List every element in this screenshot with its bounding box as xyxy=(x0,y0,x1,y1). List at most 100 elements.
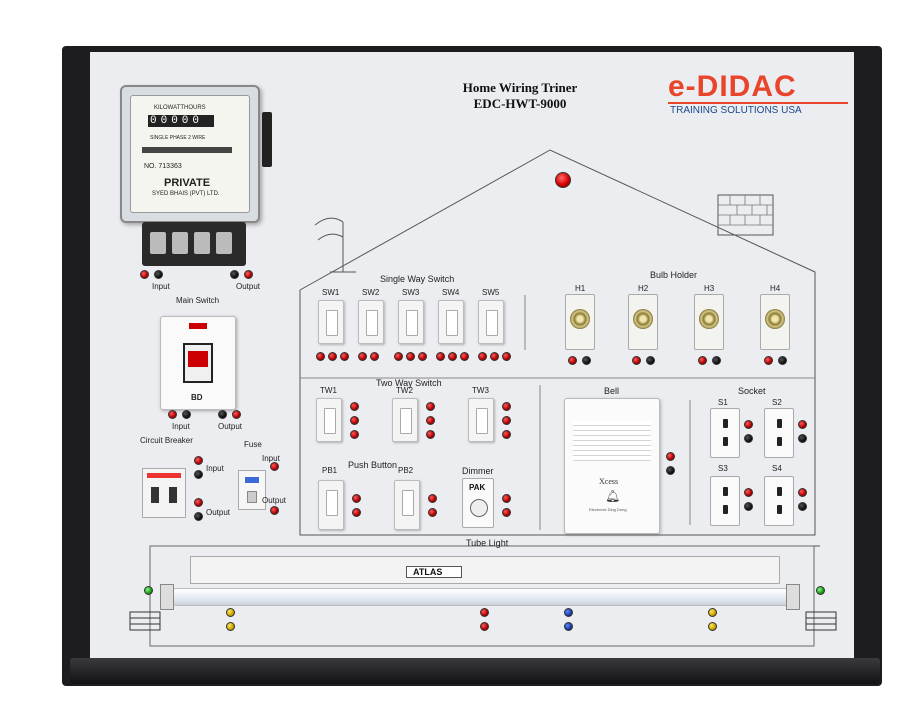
sw2-term-a[interactable] xyxy=(358,352,367,361)
h4-black[interactable] xyxy=(778,356,787,365)
bell-black[interactable] xyxy=(666,466,675,475)
brand-tagline: TRAINING SOLUTIONS USA xyxy=(670,105,802,116)
energy-meter: KILOWATTHOURS 00000 SINGLE PHASE 2 WIRE … xyxy=(120,85,260,223)
sw5-term-b[interactable] xyxy=(490,352,499,361)
tw1-term-c[interactable] xyxy=(350,430,359,439)
tube-yellow-2a[interactable] xyxy=(708,608,717,617)
h2-red[interactable] xyxy=(632,356,641,365)
tw1-switch[interactable] xyxy=(316,398,342,442)
h2-black[interactable] xyxy=(646,356,655,365)
tw2-term-a[interactable] xyxy=(426,402,435,411)
sw1-switch[interactable] xyxy=(318,300,344,344)
dimmer-term-a[interactable] xyxy=(502,494,511,503)
sw4-term-c[interactable] xyxy=(460,352,469,361)
pb2-term-a[interactable] xyxy=(428,494,437,503)
h4-holder[interactable] xyxy=(760,294,790,350)
sw1-term-c[interactable] xyxy=(340,352,349,361)
tw3-term-c[interactable] xyxy=(502,430,511,439)
h1-red[interactable] xyxy=(568,356,577,365)
cb-input-red[interactable] xyxy=(194,456,203,465)
s2-red[interactable] xyxy=(798,420,807,429)
tube-blue-b[interactable] xyxy=(564,622,573,631)
bell-red[interactable] xyxy=(666,452,675,461)
earth-right-green[interactable] xyxy=(816,586,825,595)
tw2-term-c[interactable] xyxy=(426,430,435,439)
meter-output-black[interactable] xyxy=(230,270,239,279)
dimmer-term-b[interactable] xyxy=(502,508,511,517)
pb1-term-b[interactable] xyxy=(352,508,361,517)
s4-red[interactable] xyxy=(798,488,807,497)
ms-output-red[interactable] xyxy=(232,410,241,419)
tube-blue-a[interactable] xyxy=(564,608,573,617)
h3-red[interactable] xyxy=(698,356,707,365)
cb-output-red[interactable] xyxy=(194,498,203,507)
h1-holder[interactable] xyxy=(565,294,595,350)
ms-output-black[interactable] xyxy=(218,410,227,419)
tube-yellow-1a[interactable] xyxy=(226,608,235,617)
s1-socket[interactable] xyxy=(710,408,740,458)
dimmer[interactable]: PAK xyxy=(462,478,494,528)
s3-socket[interactable] xyxy=(710,476,740,526)
ms-input-black[interactable] xyxy=(182,410,191,419)
s1-red[interactable] xyxy=(744,420,753,429)
indicator-lamp xyxy=(555,172,571,188)
tube-yellow-1b[interactable] xyxy=(226,622,235,631)
sw2-switch[interactable] xyxy=(358,300,384,344)
tw3-term-a[interactable] xyxy=(502,402,511,411)
h2-holder[interactable] xyxy=(628,294,658,350)
s2-black[interactable] xyxy=(798,434,807,443)
sw5-switch[interactable] xyxy=(478,300,504,344)
meter-output-red[interactable] xyxy=(244,270,253,279)
h1-black[interactable] xyxy=(582,356,591,365)
sw5-term-c[interactable] xyxy=(502,352,511,361)
cb-output-black[interactable] xyxy=(194,512,203,521)
h4-red[interactable] xyxy=(764,356,773,365)
tw2-switch[interactable] xyxy=(392,398,418,442)
s2-socket[interactable] xyxy=(764,408,794,458)
cb-input-black[interactable] xyxy=(194,470,203,479)
sw4-switch[interactable] xyxy=(438,300,464,344)
sw3-term-b[interactable] xyxy=(406,352,415,361)
pb2-button[interactable] xyxy=(394,480,420,530)
tw2-term-b[interactable] xyxy=(426,416,435,425)
meter-input-red[interactable] xyxy=(140,270,149,279)
pb1-button[interactable] xyxy=(318,480,344,530)
sw5-term-a[interactable] xyxy=(478,352,487,361)
ms-input-red[interactable] xyxy=(168,410,177,419)
tw3-switch[interactable] xyxy=(468,398,494,442)
tube-red-a[interactable] xyxy=(480,608,489,617)
dimmer-brand: PAK xyxy=(469,483,486,492)
sw3-term-c[interactable] xyxy=(418,352,427,361)
sw2-term-b[interactable] xyxy=(370,352,379,361)
tw1-term-b[interactable] xyxy=(350,416,359,425)
pb1-term-a[interactable] xyxy=(352,494,361,503)
s3-red[interactable] xyxy=(744,488,753,497)
meter-input-black[interactable] xyxy=(154,270,163,279)
main-switch[interactable]: BD xyxy=(160,316,236,410)
tube-yellow-2b[interactable] xyxy=(708,622,717,631)
fuse-input-red[interactable] xyxy=(270,462,279,471)
main-switch-title: Main Switch xyxy=(176,296,220,305)
circuit-breaker[interactable] xyxy=(142,468,186,518)
h3-black[interactable] xyxy=(712,356,721,365)
sw1-term-a[interactable] xyxy=(316,352,325,361)
sw4-term-b[interactable] xyxy=(448,352,457,361)
earth-left-green[interactable] xyxy=(144,586,153,595)
fuse[interactable] xyxy=(238,470,266,510)
sw3-term-a[interactable] xyxy=(394,352,403,361)
h3-holder[interactable] xyxy=(694,294,724,350)
sw3-switch[interactable] xyxy=(398,300,424,344)
sw1-term-b[interactable] xyxy=(328,352,337,361)
s4-socket[interactable] xyxy=(764,476,794,526)
meter-brand: PRIVATE xyxy=(164,177,211,189)
tw3-term-b[interactable] xyxy=(502,416,511,425)
pb2-term-b[interactable] xyxy=(428,508,437,517)
sw4-term-a[interactable] xyxy=(436,352,445,361)
fuse-output-red[interactable] xyxy=(270,506,279,515)
s3-black[interactable] xyxy=(744,502,753,511)
tw1-term-a[interactable] xyxy=(350,402,359,411)
meter-label: KILOWATTHOURS xyxy=(154,105,206,111)
tube-red-b[interactable] xyxy=(480,622,489,631)
s4-black[interactable] xyxy=(798,502,807,511)
s1-black[interactable] xyxy=(744,434,753,443)
